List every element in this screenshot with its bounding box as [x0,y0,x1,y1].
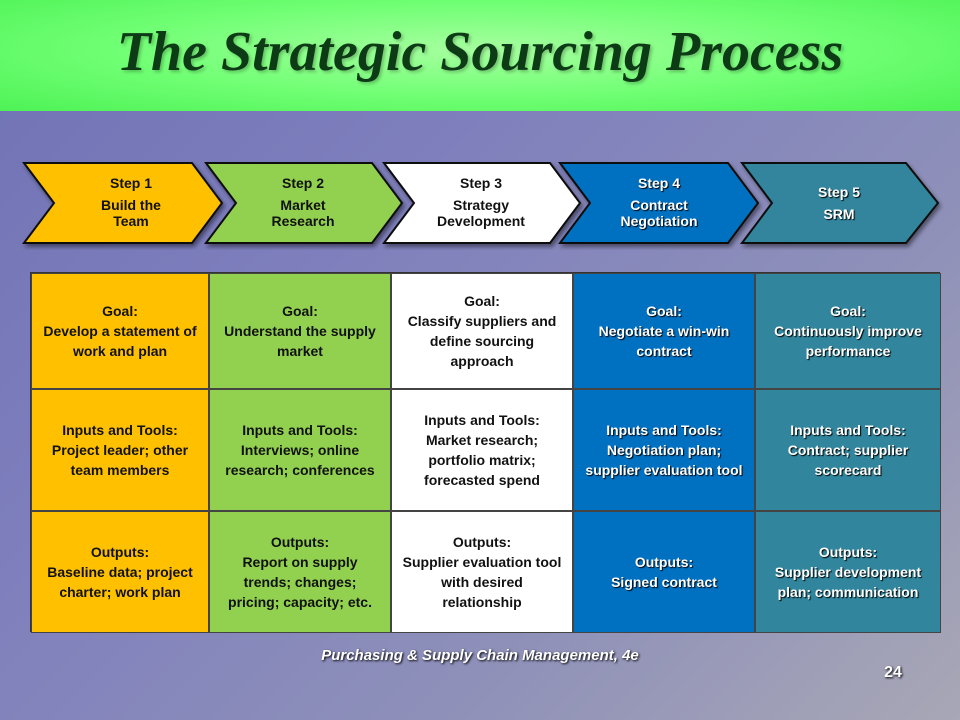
step-1-name: Build the Team [101,197,161,229]
step-1-label: Step 1 Build the Team [56,175,206,229]
chevron-step-2 [204,162,404,244]
outputs-cell-step-1: Outputs:Baseline data; project charter; … [31,511,209,633]
step-3-number: Step 3 [459,175,502,191]
chevron-step-4 [558,162,760,244]
step-5-name: SRM [823,206,855,222]
inputs-cell-step-3: Inputs and Tools:Market research; portfo… [391,389,573,511]
chevron-step-5 [740,162,940,244]
process-detail-table: Goal:Develop a statement of work and pla… [30,272,941,633]
step-2-label: Step 2 Market Research [228,175,378,229]
footer-citation: Purchasing & Supply Chain Management, 4e [321,647,639,664]
title-band [0,0,960,111]
goal-cell-step-5: Goal:Continuously improve performance [755,273,941,389]
goal-cell-step-3: Goal:Classify suppliers and define sourc… [391,273,573,389]
step-5-number: Step 5 [817,184,860,200]
outputs-cell-step-2: Outputs:Report on supply trends; changes… [209,511,391,633]
goal-cell-step-4: Goal:Negotiate a win-win contract [573,273,755,389]
outputs-cell-step-4: Outputs:Signed contract [573,511,755,633]
slide-title: The Strategic Sourcing Process [116,21,844,83]
goal-cell-step-1: Goal:Develop a statement of work and pla… [31,273,209,389]
process-chevrons [22,162,940,244]
step-3-label: Step 3 Strategy Development [406,175,556,229]
goal-cell-step-2: Goal:Understand the supply market [209,273,391,389]
step-4-label: Step 4 Contract Negotiation [584,175,734,229]
outputs-cell-step-3: Outputs:Supplier evaluation tool with de… [391,511,573,633]
inputs-cell-step-4: Inputs and Tools:Negotiation plan; suppl… [573,389,755,511]
step-3-name: Strategy Development [437,197,525,229]
inputs-cell-step-1: Inputs and Tools:Project leader; other t… [31,389,209,511]
page-number: 24 [884,664,902,681]
step-2-name: Market Research [271,197,335,229]
chevron-step-3 [382,162,582,244]
step-4-name: Contract Negotiation [620,197,698,229]
inputs-cell-step-5: Inputs and Tools:Contract; supplier scor… [755,389,941,511]
step-1-number: Step 1 [109,175,152,191]
step-2-number: Step 2 [281,175,324,191]
outputs-cell-step-5: Outputs:Supplier development plan; commu… [755,511,941,633]
step-5-label: Step 5 SRM [764,184,914,222]
inputs-cell-step-2: Inputs and Tools:Interviews; online rese… [209,389,391,511]
chevron-step-1 [22,162,224,244]
step-4-number: Step 4 [637,175,680,191]
